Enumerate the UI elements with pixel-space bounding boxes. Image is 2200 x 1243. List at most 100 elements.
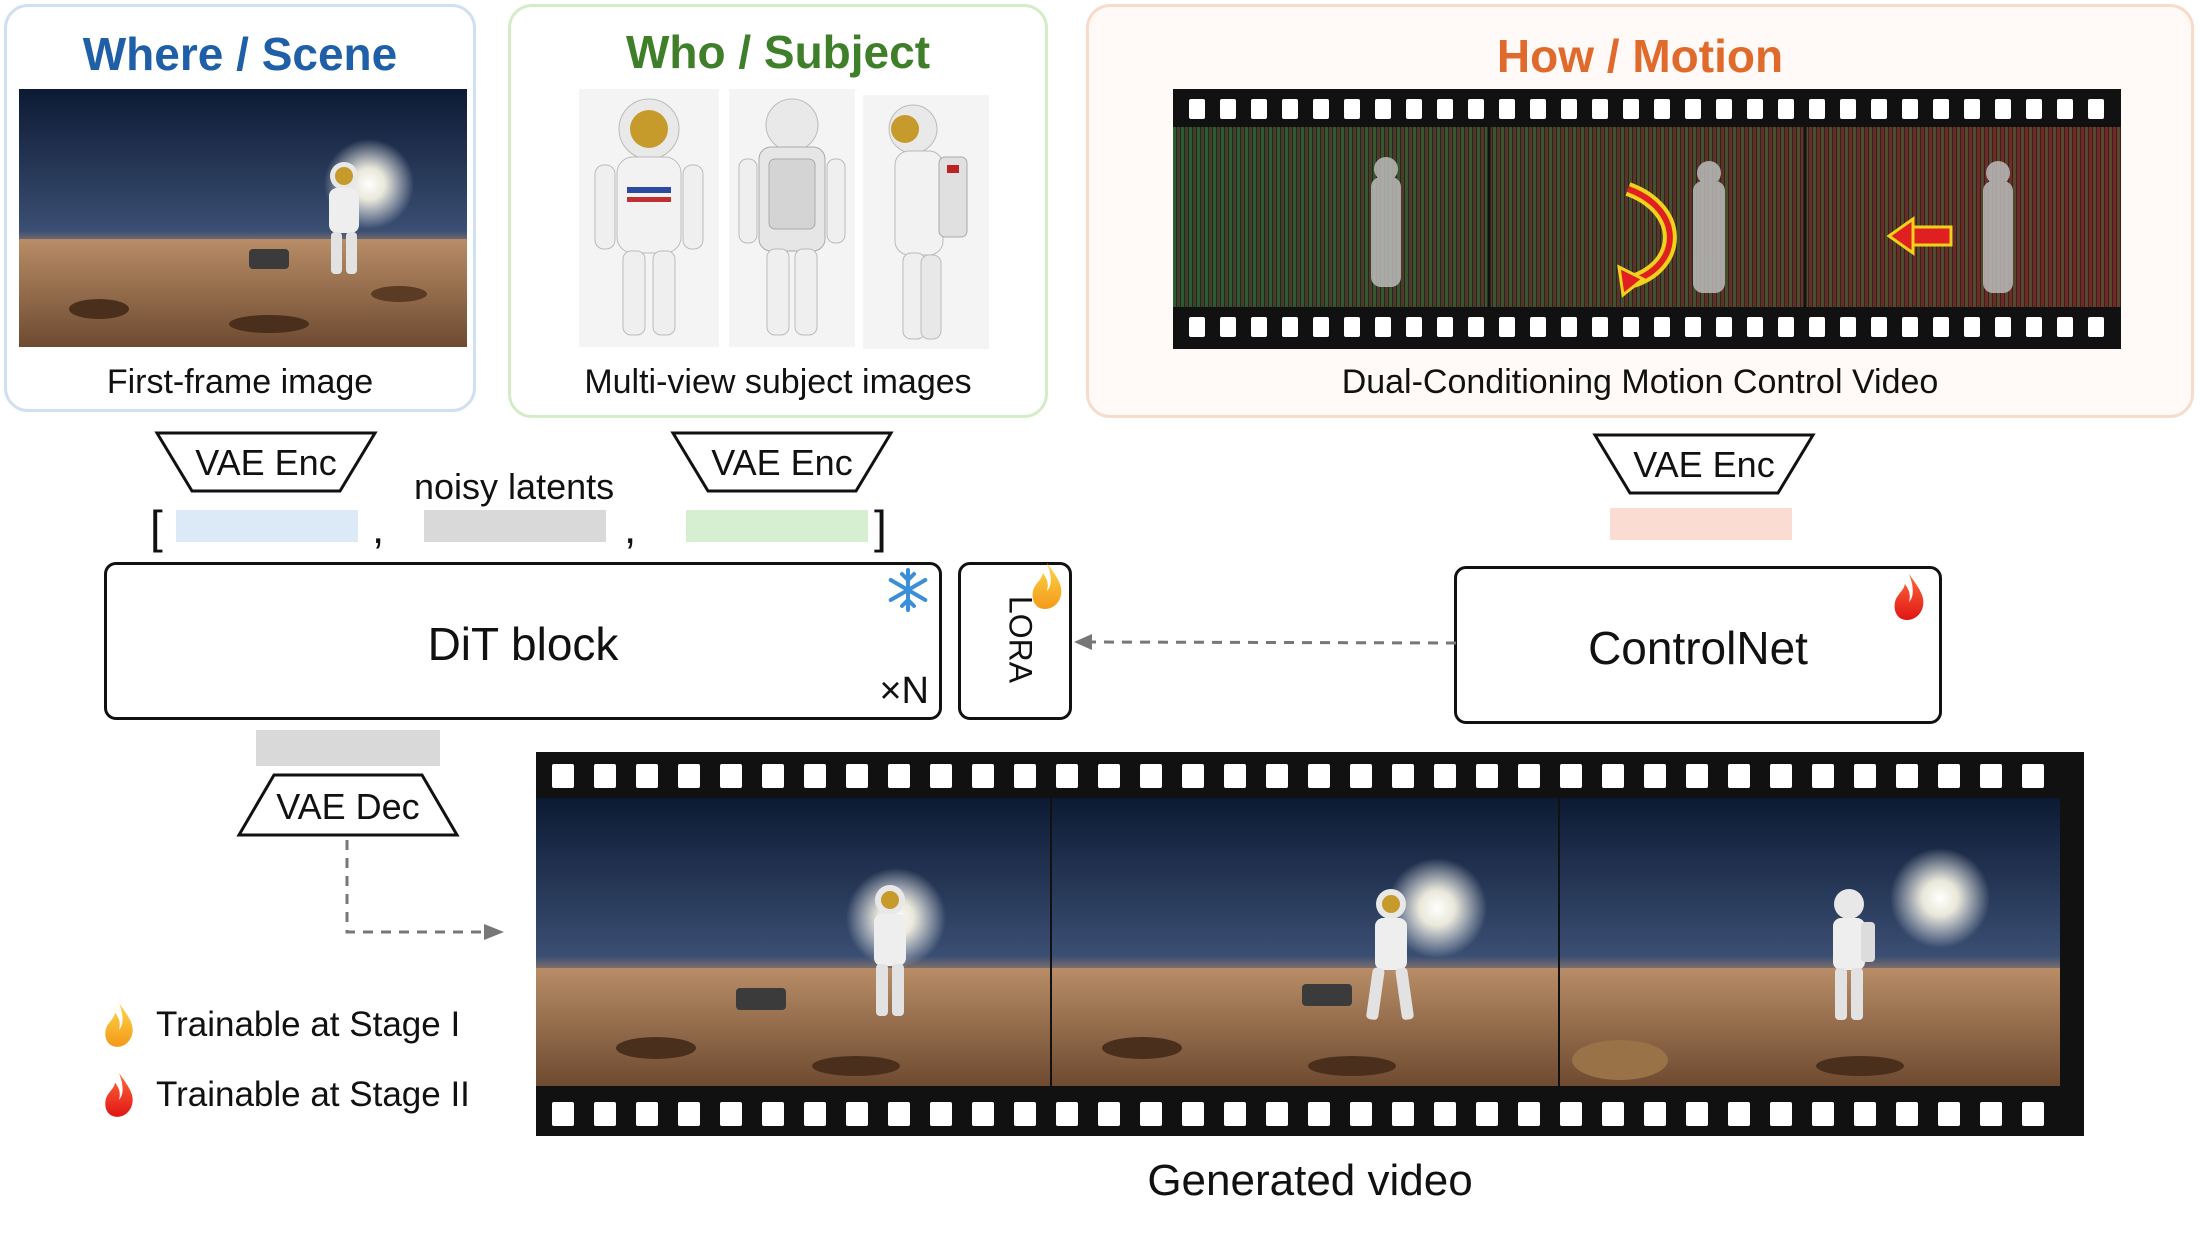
vae-enc-subject-label: VAE Enc <box>711 442 853 483</box>
sprocket-hole <box>1686 1102 1708 1126</box>
sprocket-hole <box>1560 764 1582 788</box>
sprocket-hole <box>720 1102 742 1126</box>
sprocket-hole <box>594 764 616 788</box>
sprocket-hole <box>1056 764 1078 788</box>
sprocket-hole <box>1266 1102 1288 1126</box>
generated-video-filmstrip <box>536 752 2084 1136</box>
sprocket-hole <box>1644 1102 1666 1126</box>
sprocket-hole <box>2057 317 2073 337</box>
controlnet-label: ControlNet <box>1588 622 1808 674</box>
subject-title: Who / Subject <box>625 26 931 78</box>
sprocket-hole <box>1854 1102 1876 1126</box>
sprocket-hole <box>1313 317 1329 337</box>
vae-enc-motion: VAE Enc <box>1592 432 1816 496</box>
sprocket-hole <box>1871 99 1887 119</box>
dit-block-label: DiT block <box>427 618 619 670</box>
sprocket-hole <box>678 1102 700 1126</box>
sprocket-hole <box>1644 764 1666 788</box>
sprocket-hole <box>1434 764 1456 788</box>
scene-panel: Where / Scene First-frame image <box>4 4 476 412</box>
sprocket-hole <box>1602 764 1624 788</box>
sprocket-hole <box>2088 317 2104 337</box>
vae-dec-label: VAE Dec <box>276 786 420 827</box>
flame-yellow-icon <box>105 1003 133 1047</box>
sprocket-hole <box>1518 764 1540 788</box>
sprocket-hole <box>1560 1102 1582 1126</box>
sprocket-hole <box>1623 317 1639 337</box>
sprocket-hole <box>1308 1102 1330 1126</box>
sprocket-hole <box>804 764 826 788</box>
sprocket-hole <box>846 764 868 788</box>
motion-panel: How / Motion Dual-Conditioning Motion <box>1086 4 2194 418</box>
sprocket-hole <box>888 764 910 788</box>
sprocket-hole <box>1182 764 1204 788</box>
sprocket-hole <box>594 1102 616 1126</box>
sprocket-hole <box>1220 317 1236 337</box>
flame-red-icon <box>105 1073 133 1117</box>
sprocket-hole <box>1592 317 1608 337</box>
sprocket-hole <box>1654 317 1670 337</box>
sprocket-hole <box>1809 317 1825 337</box>
sprocket-hole <box>762 1102 784 1126</box>
sprocket-hole <box>1476 1102 1498 1126</box>
sprocket-hole <box>1747 317 1763 337</box>
sprocket-hole <box>1437 317 1453 337</box>
sprocket-hole <box>1685 317 1701 337</box>
scene-caption: First-frame image <box>106 363 374 401</box>
sprocket-hole <box>1778 99 1794 119</box>
legend-stage2-label: Trainable at Stage II <box>156 1075 470 1114</box>
sprocket-hole <box>2057 99 2073 119</box>
lora-block: LORA <box>958 562 1072 720</box>
legend-stage1: Trainable at Stage I <box>100 1000 460 1050</box>
controlnet-block: ControlNet <box>1454 566 1942 724</box>
sprocket-hole <box>1995 99 2011 119</box>
sprocket-hole <box>1938 764 1960 788</box>
vae-enc-scene-label: VAE Enc <box>195 442 337 483</box>
dit-repeat-label: ×N <box>879 670 929 712</box>
sprocket-hole <box>1140 764 1162 788</box>
sprocket-hole <box>1375 99 1391 119</box>
sprocket-hole <box>1530 317 1546 337</box>
sprocket-hole <box>1747 99 1763 119</box>
sprocket-hole <box>1406 317 1422 337</box>
sprocket-hole <box>1476 764 1498 788</box>
sprocket-hole <box>762 764 784 788</box>
subject-view-side <box>863 95 989 349</box>
sprocket-hole <box>1282 99 1298 119</box>
sprocket-hole <box>1602 1102 1624 1126</box>
sprocket-hole <box>1499 317 1515 337</box>
sprocket-hole <box>1056 1102 1078 1126</box>
sprocket-hole <box>1933 317 1949 337</box>
first-frame-image <box>19 89 467 347</box>
sprocket-hole <box>1499 99 1515 119</box>
sprocket-hole <box>1561 99 1577 119</box>
latent-motion <box>1610 508 1792 540</box>
latents-open-bracket: [ <box>150 501 163 553</box>
dec-to-video-arrow <box>345 840 504 940</box>
sprocket-hole <box>1406 99 1422 119</box>
sprocket-hole <box>678 764 700 788</box>
sprocket-hole <box>1392 764 1414 788</box>
sprocket-hole <box>2026 317 2042 337</box>
sprocket-hole <box>2022 1102 2044 1126</box>
sprocket-hole <box>1980 1102 2002 1126</box>
legend-stage2: Trainable at Stage II <box>100 1070 470 1120</box>
sprocket-hole <box>1995 317 2011 337</box>
sprocket-hole <box>1014 1102 1036 1126</box>
subject-panel: Who / Subject <box>508 4 1048 418</box>
sprocket-hole <box>1896 764 1918 788</box>
sprocket-hole <box>1313 99 1329 119</box>
sprocket-hole <box>1902 317 1918 337</box>
sprocket-hole <box>2088 99 2104 119</box>
motion-filmstrip <box>1173 89 2121 349</box>
sprocket-hole <box>1392 1102 1414 1126</box>
sprocket-hole <box>1840 317 1856 337</box>
sprocket-hole <box>1350 764 1372 788</box>
sprocket-hole <box>1686 764 1708 788</box>
sprocket-hole <box>1344 99 1360 119</box>
vae-enc-motion-label: VAE Enc <box>1633 444 1775 485</box>
sprocket-hole <box>972 764 994 788</box>
vae-enc-scene: VAE Enc <box>154 430 378 494</box>
latent-scene <box>176 510 358 542</box>
snowflake-icon <box>885 567 931 618</box>
